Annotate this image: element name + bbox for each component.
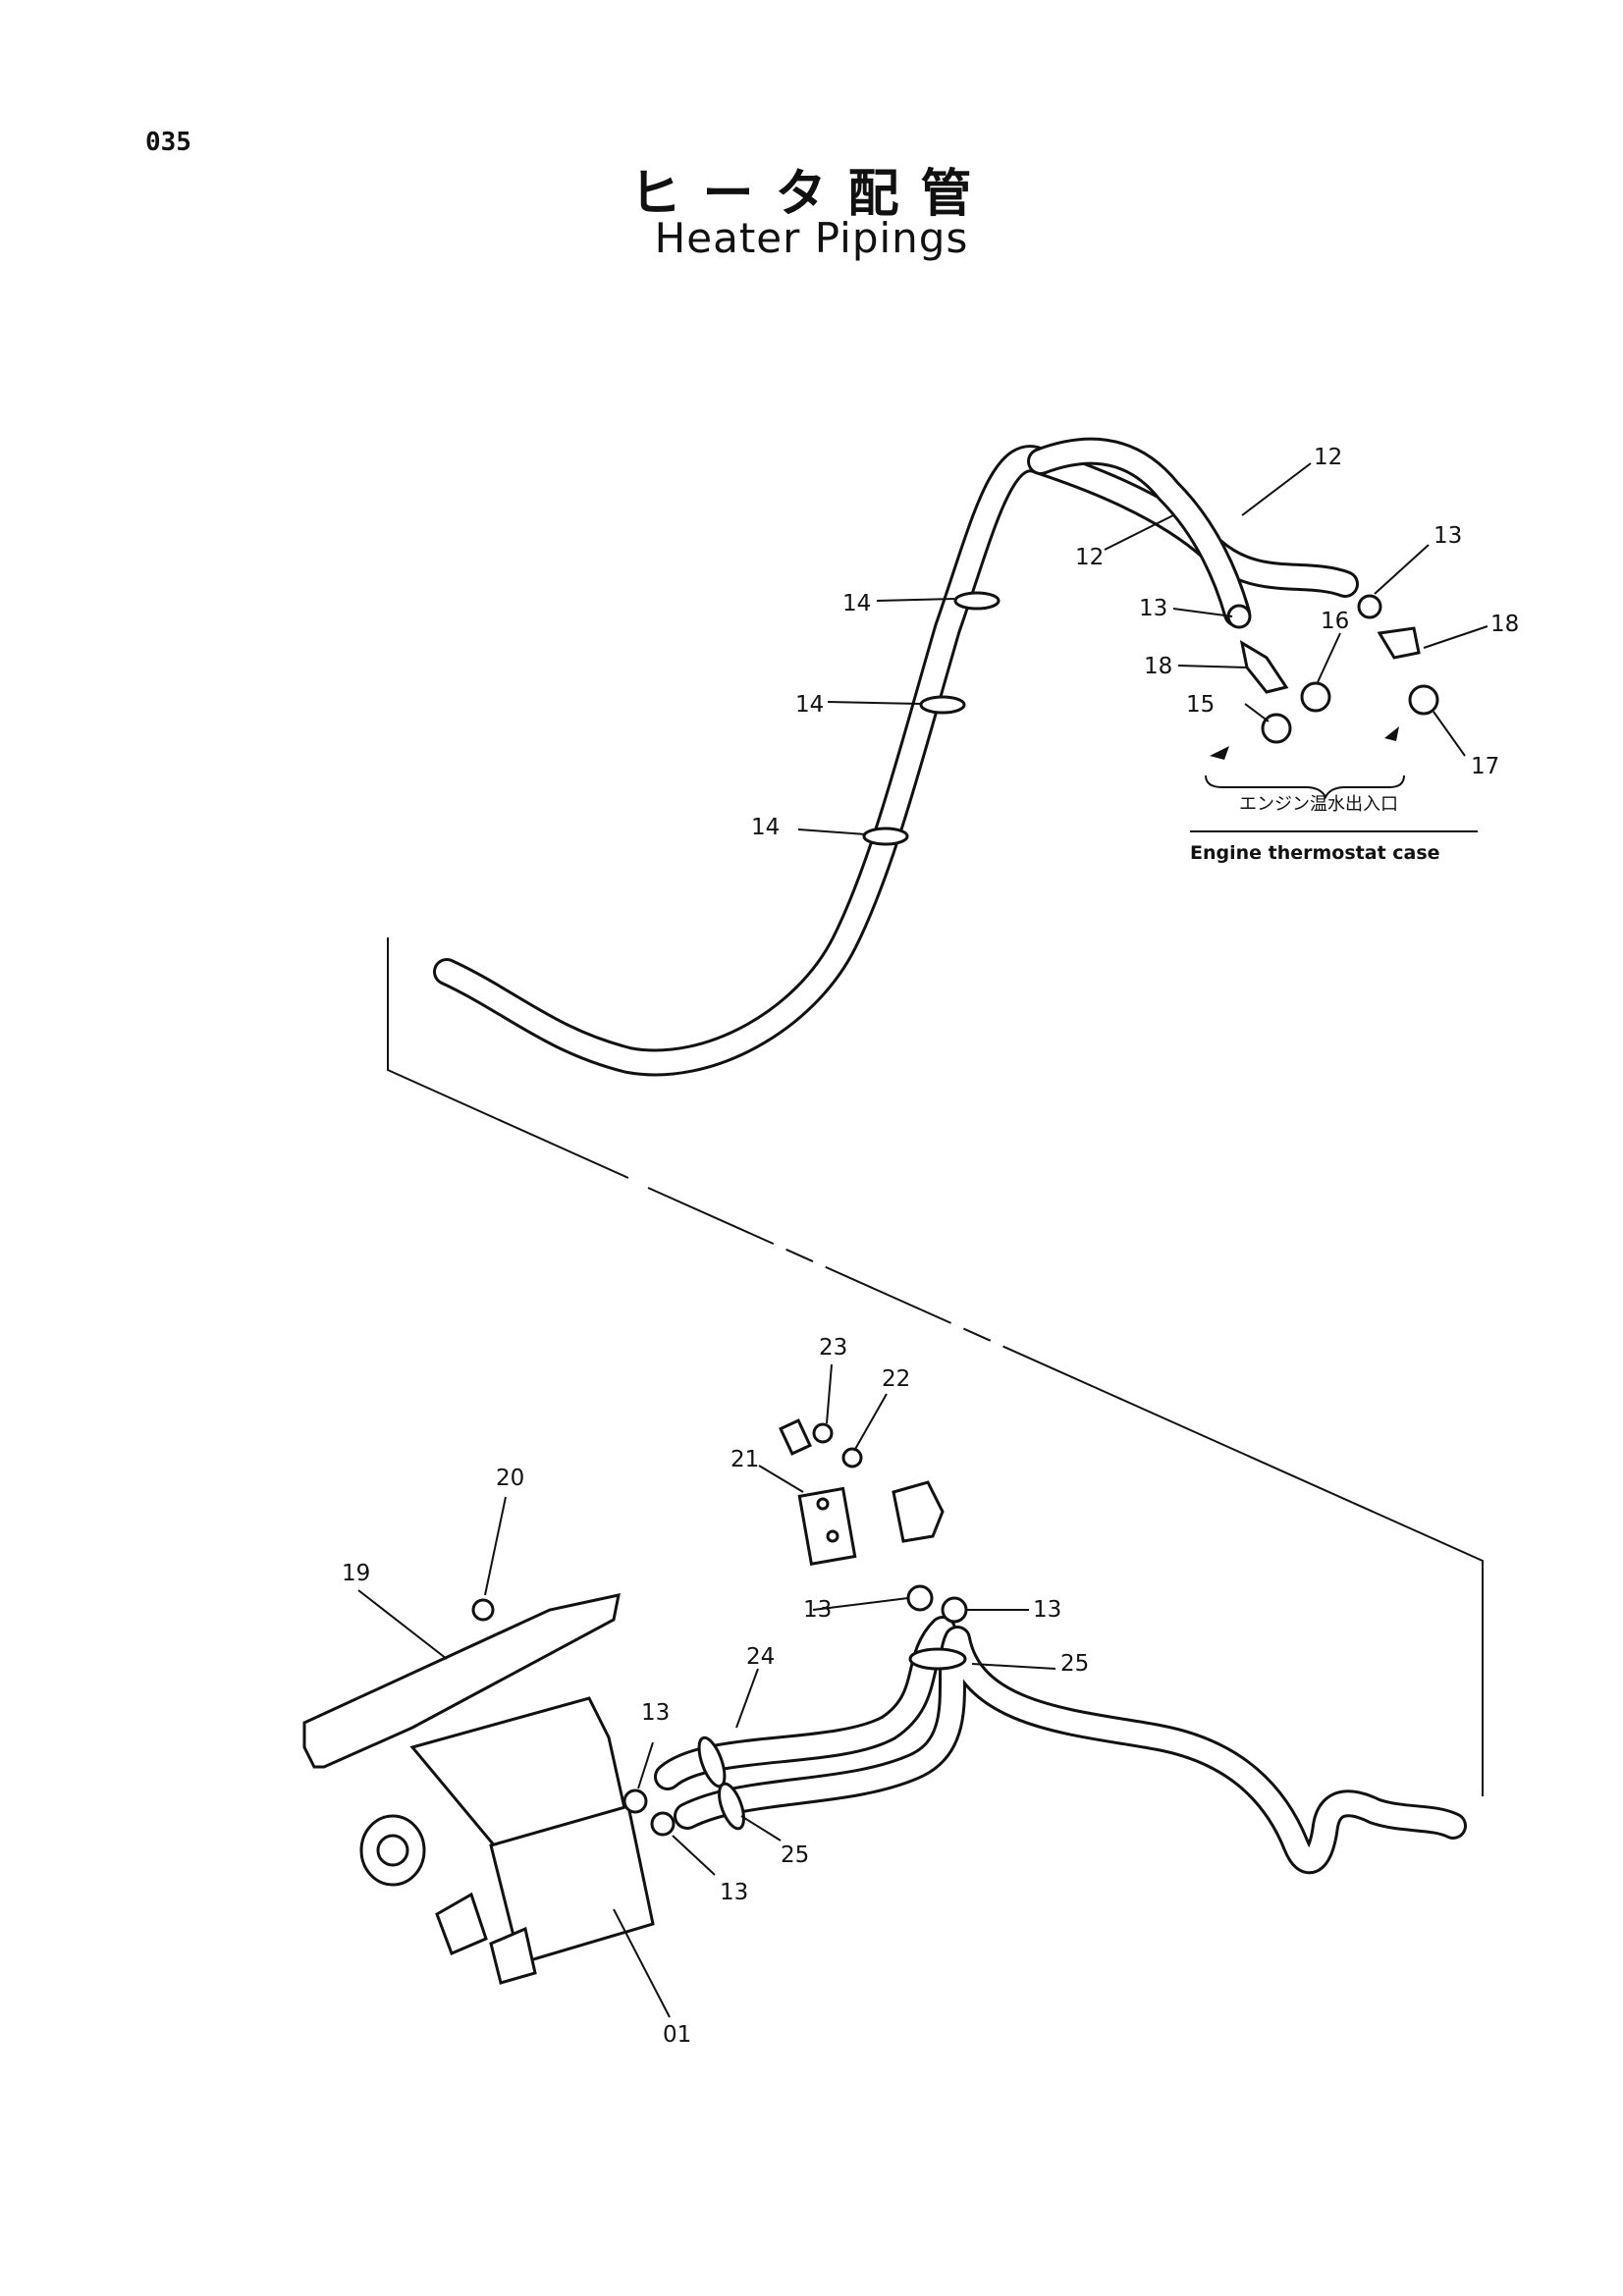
callout-13-b: 13 (1139, 596, 1167, 621)
callout-25-a: 25 (1060, 1651, 1089, 1677)
engine-port-label-english: Engine thermostat case (1190, 842, 1440, 864)
callout-14-c: 14 (751, 815, 780, 840)
callout-18-b: 18 (1144, 654, 1172, 679)
reference-plane (387, 937, 1484, 1796)
callout-18-a: 18 (1490, 612, 1519, 637)
page-title-english: Heater Pipings (654, 214, 969, 262)
callout-16: 16 (1321, 609, 1349, 634)
callout-13-d: 13 (1033, 1597, 1061, 1623)
callout-20: 20 (496, 1466, 524, 1491)
page-title-japanese: ヒータ配管 (629, 165, 994, 224)
callout-19: 19 (342, 1561, 370, 1586)
callout-13-a: 13 (1434, 523, 1462, 549)
callout-17: 17 (1471, 754, 1499, 779)
callout-01: 01 (663, 2022, 691, 2048)
heater-hose-clamps (622, 1735, 745, 1837)
leader-lines (357, 462, 1488, 2018)
engine-port-label-japanese: エンジン温水出入口 (1239, 794, 1398, 815)
callout-13-e: 13 (641, 1700, 670, 1726)
water-valve-assembly (779, 1418, 968, 1671)
page-number: 035 (145, 128, 191, 157)
callout-14-a: 14 (842, 591, 871, 616)
callouts: 12 12 13 13 18 16 18 15 17 14 14 14 23 2… (342, 445, 1519, 2048)
callout-13-f: 13 (720, 1880, 748, 1905)
callout-25-b: 25 (781, 1842, 809, 1868)
heater-hose-upper (433, 437, 1359, 1077)
callout-21: 21 (730, 1447, 759, 1472)
callout-23: 23 (819, 1335, 847, 1361)
callout-15: 15 (1186, 692, 1215, 718)
callout-14-b: 14 (795, 692, 824, 718)
heater-unit (302, 1593, 655, 1985)
callout-12-a: 12 (1314, 445, 1342, 470)
engine-port-bracket (1190, 726, 1478, 832)
callout-12-b: 12 (1075, 545, 1104, 570)
hose-clamps-upper (862, 591, 1001, 846)
callout-13-c: 13 (803, 1597, 832, 1623)
callout-24: 24 (746, 1644, 775, 1670)
callout-22: 22 (882, 1366, 910, 1392)
